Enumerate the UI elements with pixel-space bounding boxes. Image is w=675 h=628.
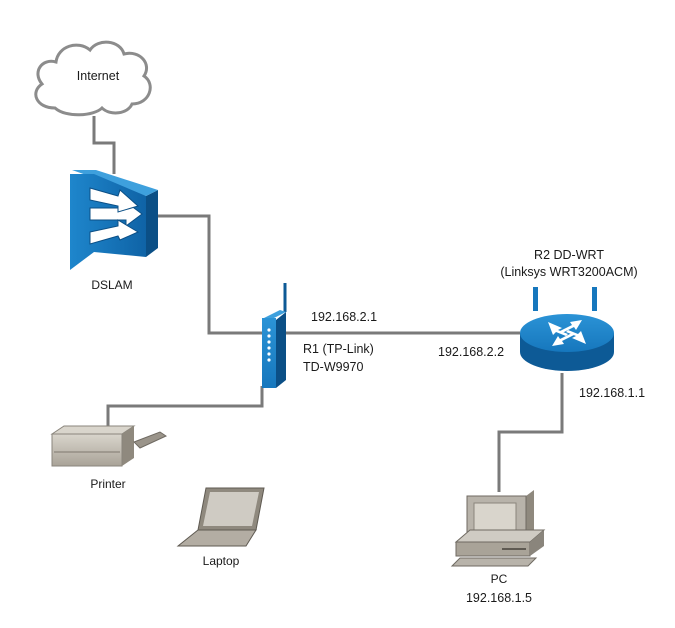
pc-ip-label: 192.168.1.5: [466, 591, 532, 605]
printer-front: [51, 433, 123, 467]
pc-keyboard: [450, 557, 538, 567]
cable-r2-pc: [497, 373, 564, 492]
r1-top: [264, 310, 286, 320]
r2-lan-ip-label: 192.168.1.1: [579, 386, 645, 400]
laptop-label: Laptop: [203, 554, 240, 568]
printer-side: [122, 426, 134, 466]
pc-device: PC 192.168.1.5: [450, 490, 546, 605]
dslam-side: [146, 190, 158, 257]
printer-paper-tray: [133, 431, 168, 449]
pc-screen: [473, 502, 517, 533]
r2-arrows-icon: [548, 320, 586, 346]
r1-model: TD-W9970: [303, 360, 363, 374]
r2-antenna-right: [592, 287, 597, 311]
cable-internet-dslam: [92, 116, 116, 174]
cable-dslam-r1: [156, 214, 262, 335]
cables: [92, 116, 564, 492]
dslam-device: DSLAM: [70, 170, 158, 292]
r1-lan-ip-label: 192.168.2.1: [311, 310, 377, 324]
pc-monitor-side: [526, 490, 534, 542]
r2-wan-ip-label: 192.168.2.2: [438, 345, 504, 359]
laptop-screen: [203, 492, 259, 526]
printer-device: Printer: [50, 425, 168, 491]
r1-name: R1 (TP-Link): [303, 342, 374, 356]
pc-case-side: [530, 530, 544, 556]
dslam-label: DSLAM: [91, 278, 132, 292]
pc-label: PC: [491, 572, 508, 586]
r2-top: [520, 314, 614, 352]
cable-r1-printer: [106, 386, 264, 427]
laptop-keyboard: [176, 529, 257, 547]
r1-router: R1 (TP-Link) TD-W9970: [262, 283, 374, 388]
internet-label: Internet: [77, 69, 120, 83]
r1-leds-icon: [267, 328, 271, 362]
printer-top: [50, 425, 136, 435]
laptop-device: Laptop: [176, 487, 265, 568]
internet-cloud: Internet: [34, 40, 152, 117]
printer-label: Printer: [90, 477, 125, 491]
r2-router: R2 DD-WRT (Linksys WRT3200ACM): [500, 248, 638, 371]
cloud-shape: [34, 40, 152, 117]
pc-case-top: [454, 529, 546, 543]
dslam-arrows-icon: [89, 187, 143, 245]
r2-antenna-left: [533, 287, 538, 311]
r2-name: R2 DD-WRT: [534, 248, 604, 262]
r2-model: (Linksys WRT3200ACM): [500, 265, 637, 279]
r1-side: [276, 312, 286, 388]
